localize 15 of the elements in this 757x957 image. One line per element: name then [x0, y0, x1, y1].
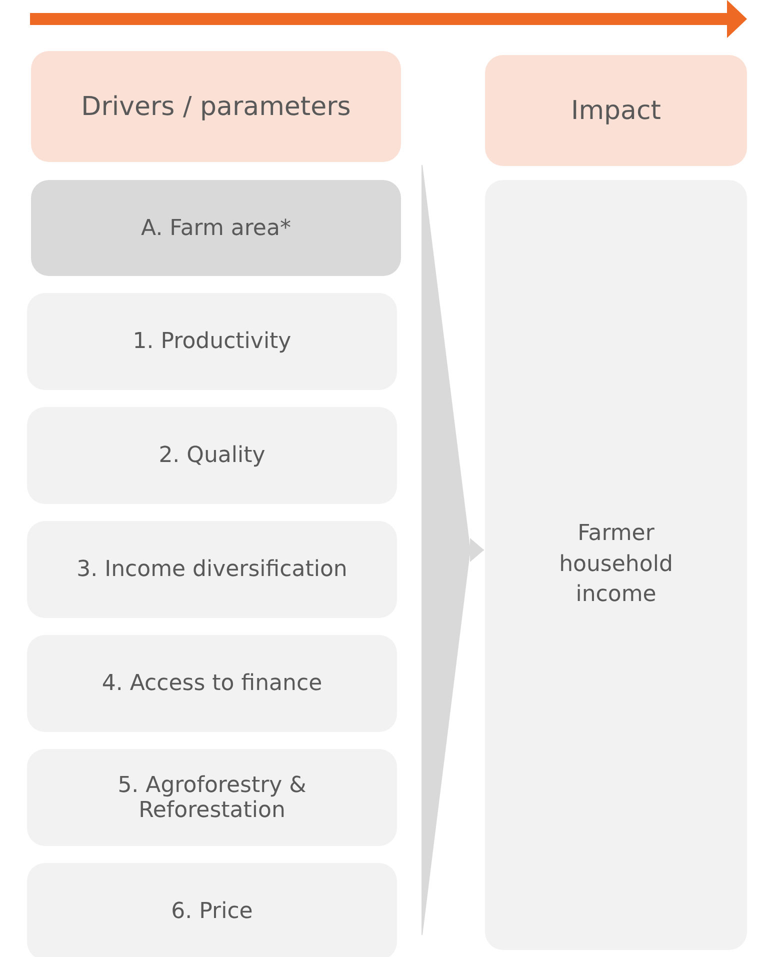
node-label: A. Farm area*: [140, 216, 292, 240]
header-box: [31, 51, 401, 162]
node-label: Drivers / parameters: [80, 92, 352, 122]
node-label: 6. Price: [170, 899, 254, 924]
header-box: [485, 55, 747, 166]
node-label: 5. Agroforestry & Reforestation: [116, 772, 308, 822]
node-label: 4. Access to finance: [100, 671, 324, 696]
node-label: 3. Income diversification: [76, 557, 348, 582]
node-label: 2. Quality: [158, 443, 266, 468]
node-label: Impact: [570, 96, 662, 126]
node-label: 1. Productivity: [132, 329, 292, 354]
driver-box: [31, 180, 401, 276]
chevron-arrow: [422, 164, 484, 936]
impact-box: [485, 180, 747, 950]
node-label: Farmer household income: [558, 520, 674, 610]
